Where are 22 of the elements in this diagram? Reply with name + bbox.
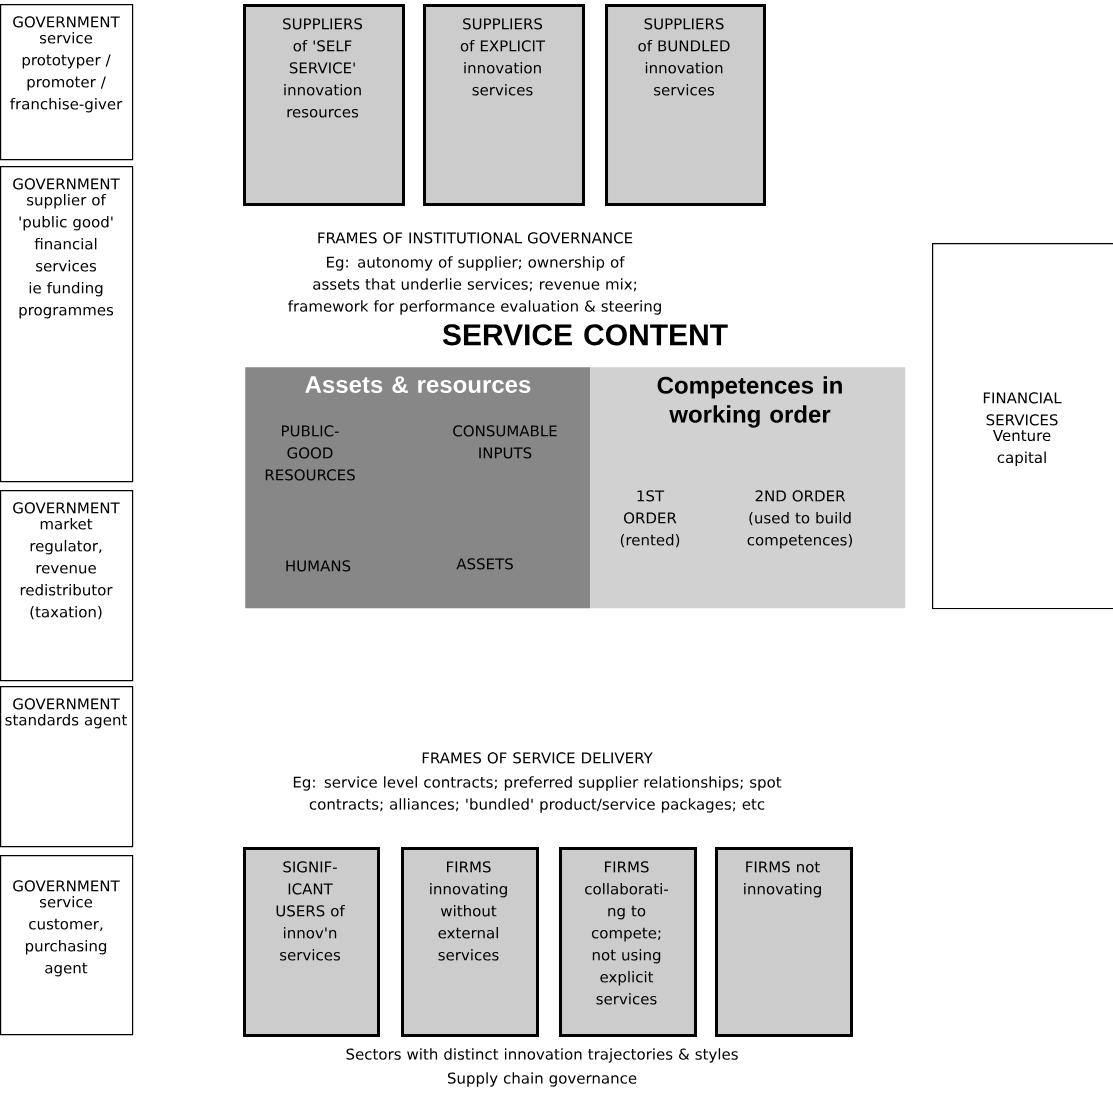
note-text: Eg: autonomy of supplier; ownership of assets that underlie services; revenue mix; framework for performance evaluation & steering: [288, 256, 661, 315]
firm-box: FIRMS innovating without external services: [401, 847, 539, 1037]
supplier-box: SUPPLIERS of 'SELF SERVICE' innovation resources: [243, 4, 405, 206]
firm-box: FIRMS not innovating: [715, 847, 853, 1037]
government-box: GOVERNMENT market regulator, revenue redistributor (taxation): [0, 490, 134, 682]
government-box: GOVERNMENT service prototyper / promoter / franchise-giver: [0, 4, 134, 161]
heading-text: SERVICE CONTENT: [442, 324, 728, 346]
caption-text: Supply chain governance: [447, 1072, 637, 1087]
heading-text: FRAMES OF INSTITUTIONAL GOVERNANCE: [318, 232, 633, 244]
firm-box: FIRMS collaborati-ng to compete; not using explicit services: [559, 847, 697, 1037]
government-box: GOVERNMENT standards agent: [0, 686, 134, 848]
assets-panel: Assets & resources PUBLIC-GOOD RESOURCES CONSUMABLE INPUTS HUMANS ASSETS: [245, 367, 591, 609]
supplier-box: SUPPLIERS of BUNDLED innovation services: [605, 4, 766, 206]
supplier-box: SUPPLIERS of EXPLICIT innovation services: [423, 4, 585, 206]
government-box: GOVERNMENT supplier of 'public good' financial services ie funding programmes: [0, 166, 134, 483]
firm-box: SIGNIF-ICANT USERS of innov'n services: [243, 847, 380, 1037]
financial-services-box: FINANCIAL SERVICES Venture capital: [932, 243, 1113, 610]
government-box: GOVERNMENT service customer, purchasing agent: [0, 855, 134, 1036]
caption-text: Sectors with distinct innovation trajectories & styles: [346, 1048, 738, 1063]
competences-panel: Competences in working order 1ST ORDER (rented) 2ND ORDER (used to build competences): [590, 367, 906, 609]
note-text: Eg: service level contracts; preferred supplier relationships; spot contracts; alliances; 'bundled' product/service packages; etc: [293, 776, 782, 813]
heading-text: FRAMES OF SERVICE DELIVERY: [422, 752, 653, 764]
